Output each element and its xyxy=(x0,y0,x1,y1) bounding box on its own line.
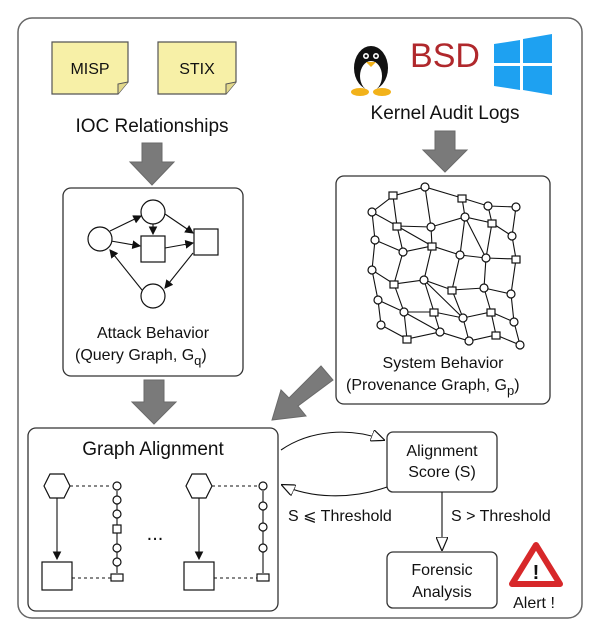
linux-penguin-icon xyxy=(351,46,391,96)
diagonal-arrow-provenance xyxy=(271,365,334,421)
query-graph xyxy=(87,199,219,309)
down-arrow-ioc xyxy=(128,142,176,186)
system-behavior-title: System Behavior xyxy=(383,355,505,372)
down-arrow-kernel xyxy=(421,130,469,173)
forensic-line2: Analysis xyxy=(412,584,472,601)
threshold-high-label: S > Threshold xyxy=(451,508,551,525)
stix-label: STIX xyxy=(179,61,215,78)
alignment-score-line1: Alignment xyxy=(406,443,478,460)
attack-behavior-title: Attack Behavior xyxy=(97,325,210,342)
alignment-ellipsis: ... xyxy=(147,523,164,545)
threshold-low-label: S ⩽ Threshold xyxy=(288,508,392,525)
provenance-graph-subtitle: (Provenance Graph, Gp) xyxy=(346,377,520,398)
alert-symbol: ! xyxy=(533,562,540,584)
bsd-logo: BSD xyxy=(410,37,480,75)
graph-alignment-title: Graph Alignment xyxy=(82,439,224,460)
alignment-illustration: ... xyxy=(41,473,270,591)
graph-alignment-box xyxy=(27,427,279,612)
misp-document: MISP xyxy=(51,41,129,95)
down-arrow-query xyxy=(130,379,178,425)
alert-warning-icon: ! xyxy=(509,542,563,587)
alignment-score-box xyxy=(386,431,498,493)
provenance-graph xyxy=(367,182,525,350)
arrow-to-score xyxy=(280,432,384,451)
arrow-back-to-alignment xyxy=(282,485,388,497)
kernel-audit-logs-label: Kernel Audit Logs xyxy=(371,103,520,124)
ioc-relationships-label: IOC Relationships xyxy=(75,116,228,137)
query-graph-subtitle: (Query Graph, Gq) xyxy=(75,347,207,368)
provenance-graph-box xyxy=(335,175,551,405)
windows-logo-icon xyxy=(494,34,552,95)
alert-label: Alert ! xyxy=(513,595,555,612)
forensic-analysis-box xyxy=(386,551,498,609)
stix-document: STIX xyxy=(157,41,237,95)
misp-label: MISP xyxy=(70,61,109,78)
alignment-score-line2: Score (S) xyxy=(408,464,476,481)
forensic-line1: Forensic xyxy=(411,562,472,579)
